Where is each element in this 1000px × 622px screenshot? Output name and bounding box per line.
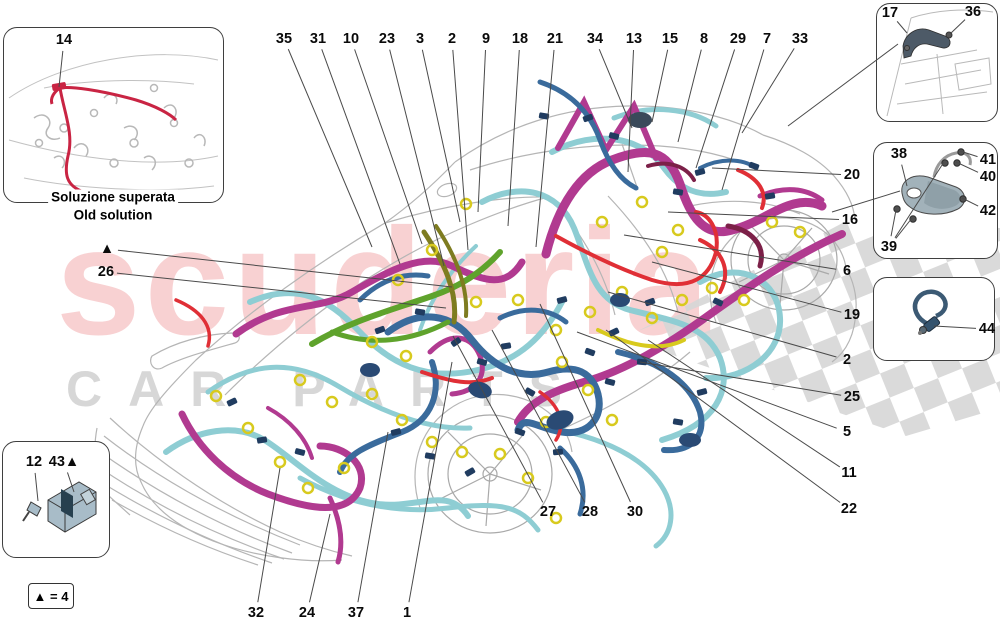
callout-23: 23 xyxy=(378,31,396,47)
old-solution-caption-it: Soluzione superata xyxy=(48,189,178,205)
old-solution-caption-en: Old solution xyxy=(70,207,156,223)
callout-37: 37 xyxy=(347,605,365,621)
callout-22: 22 xyxy=(840,501,858,517)
callout-42: 42 xyxy=(979,203,997,219)
callout-14: 14 xyxy=(55,32,73,48)
front-wheel xyxy=(427,414,553,534)
callout-2: 2 xyxy=(447,31,457,47)
callout-41: 41 xyxy=(979,152,997,168)
inset-old-solution xyxy=(3,27,224,203)
callout-7: 7 xyxy=(762,31,772,47)
callout-36: 36 xyxy=(964,4,982,20)
callout-27: 27 xyxy=(539,504,557,520)
callout-29: 29 xyxy=(729,31,747,47)
callout-17: 17 xyxy=(881,5,899,21)
callout-39: 39 xyxy=(880,239,898,255)
callout-34: 34 xyxy=(586,31,604,47)
callout-38: 38 xyxy=(890,146,908,162)
callout-15: 15 xyxy=(661,31,679,47)
callout-33: 33 xyxy=(791,31,809,47)
callout-43▲: 43▲ xyxy=(48,454,80,470)
callout-16: 16 xyxy=(841,212,859,228)
cable-artwork xyxy=(912,289,948,335)
inset-cable xyxy=(873,277,995,361)
inset-connector xyxy=(2,441,110,558)
callout-8: 8 xyxy=(699,31,709,47)
callout-5: 5 xyxy=(842,424,852,440)
callout-31: 31 xyxy=(309,31,327,47)
callout-40: 40 xyxy=(979,169,997,185)
callout-6: 6 xyxy=(842,263,852,279)
callout-21: 21 xyxy=(546,31,564,47)
bracket-location-artwork xyxy=(886,9,994,117)
callout-▲: ▲ xyxy=(99,241,115,257)
callout-44: 44 xyxy=(978,321,996,337)
callout-9: 9 xyxy=(481,31,491,47)
callout-25: 25 xyxy=(843,389,861,405)
callout-10: 10 xyxy=(342,31,360,47)
connector-pin xyxy=(26,501,42,517)
callout-3: 3 xyxy=(415,31,425,47)
connector-artwork xyxy=(22,481,97,533)
bracket-part xyxy=(902,28,951,59)
callout-18: 18 xyxy=(511,31,529,47)
callout-26: 26 xyxy=(97,264,115,280)
legend-text: ▲ = 4 xyxy=(33,588,69,604)
legend-box: ▲ = 4 xyxy=(28,583,74,609)
old-solution-artwork xyxy=(8,54,219,194)
callout-11: 11 xyxy=(841,465,857,481)
callout-24: 24 xyxy=(298,605,316,621)
callout-1: 1 xyxy=(402,605,412,621)
callout-32: 32 xyxy=(247,605,265,621)
callout-20: 20 xyxy=(843,167,861,183)
cable-hook xyxy=(912,289,948,327)
callout-13: 13 xyxy=(625,31,643,47)
callout-2: 2 xyxy=(842,352,852,368)
callout-19: 19 xyxy=(843,307,861,323)
callout-12: 12 xyxy=(25,454,43,470)
old-harness-red xyxy=(50,86,178,194)
callout-30: 30 xyxy=(626,504,644,520)
callout-35: 35 xyxy=(275,31,293,47)
callout-28: 28 xyxy=(581,504,599,520)
